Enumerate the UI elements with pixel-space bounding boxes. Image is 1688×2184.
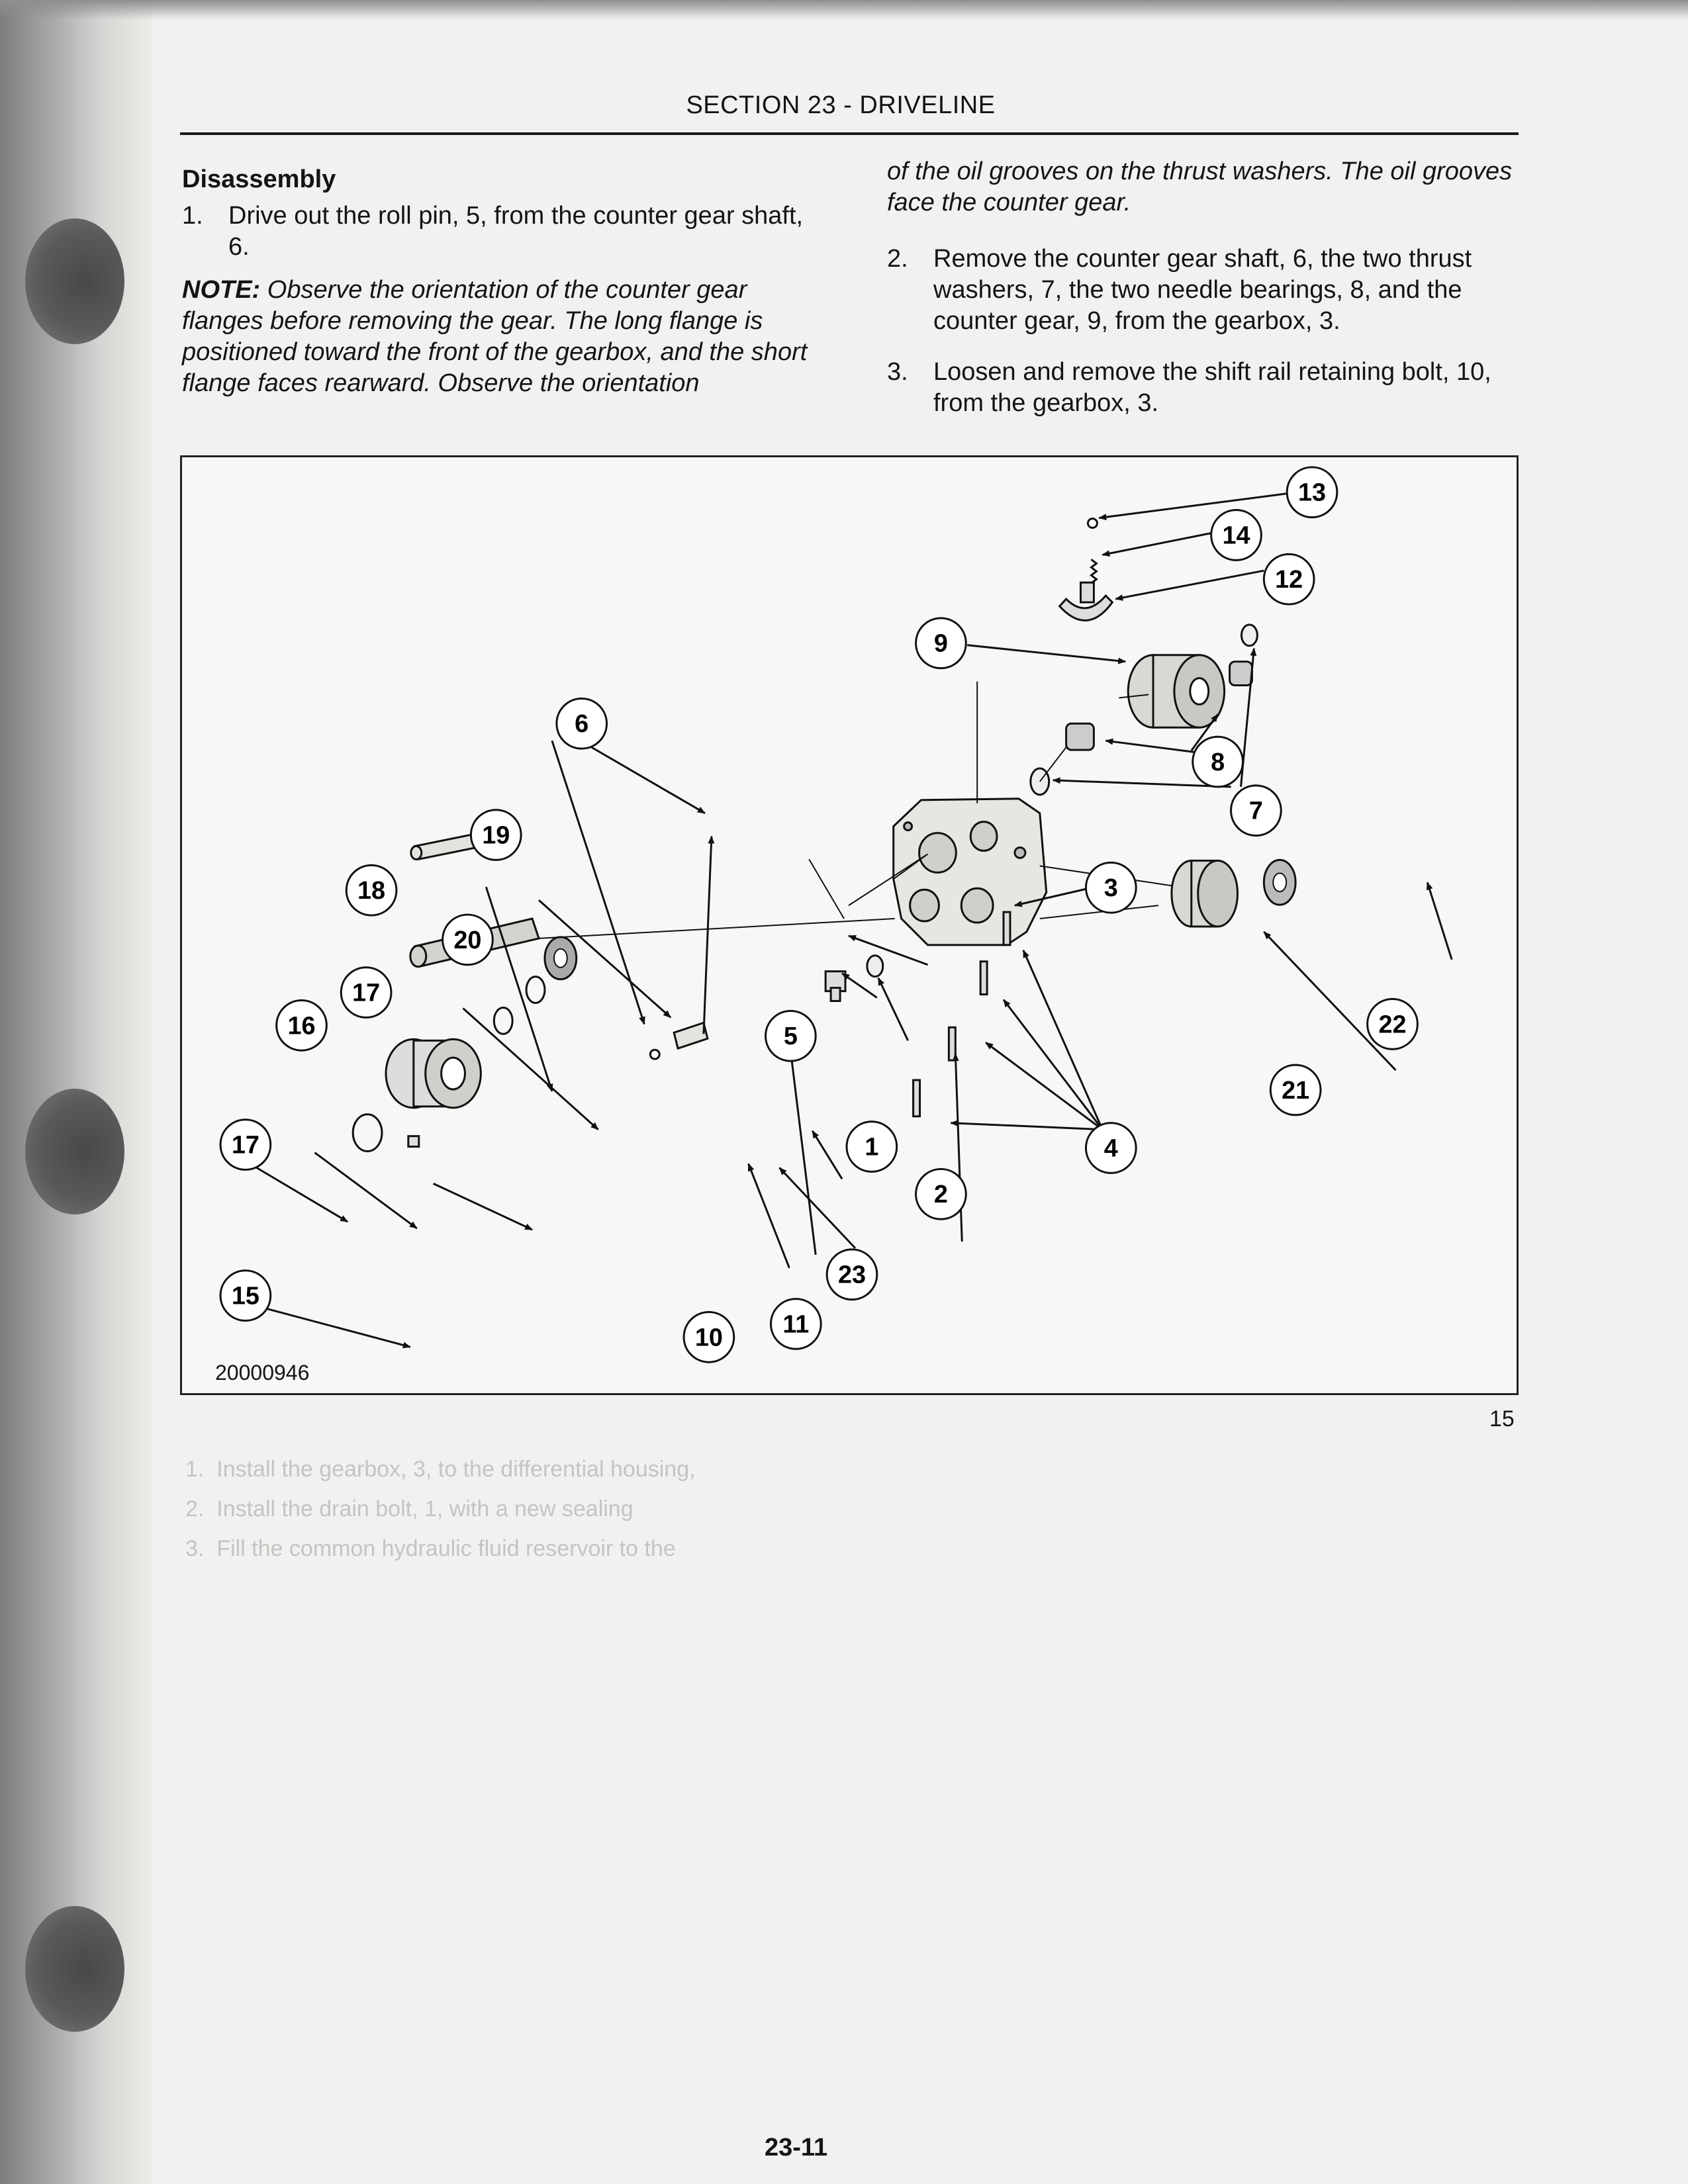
drive-shaft-retainer (385, 1038, 482, 1109)
step-number: 3. (887, 358, 908, 386)
detent-ball (1086, 518, 1098, 529)
snap-ring (492, 1006, 514, 1035)
callout-21: 21 (1269, 1064, 1322, 1116)
svg-text:10: 10 (695, 1324, 723, 1351)
o-ring (352, 1113, 383, 1153)
note-continuation: of the oil grooves on the thrust washers… (887, 158, 1513, 216)
svg-text:17: 17 (352, 979, 380, 1007)
top-edge-shadow (0, 0, 1688, 20)
svg-text:13: 13 (1298, 479, 1326, 507)
left-column: Disassembly 1. Drive out the roll pin, 5… (182, 164, 811, 419)
assembly-lines (538, 681, 1172, 939)
svg-text:4: 4 (1104, 1135, 1118, 1163)
thrust-washer (1240, 623, 1258, 647)
note-text: Observe the orientation of the counter g… (182, 276, 808, 397)
step-number: 2. (887, 245, 908, 273)
svg-text:22: 22 (1378, 1011, 1406, 1038)
svg-text:14: 14 (1222, 522, 1250, 549)
callout-4: 4 (1084, 1122, 1137, 1174)
callout-6: 6 (555, 697, 608, 750)
step-1: 1. Drive out the roll pin, 5, from the c… (182, 201, 811, 263)
callout-11: 11 (770, 1298, 822, 1350)
callout-18: 18 (345, 864, 398, 917)
binder-hole-middle (25, 1089, 124, 1214)
callout-10: 10 (682, 1311, 735, 1363)
figure-number: 15 (1489, 1406, 1515, 1432)
svg-text:15: 15 (232, 1283, 259, 1310)
callout-5: 5 (765, 1009, 817, 1062)
shift-rail (649, 1021, 784, 1060)
svg-text:16: 16 (287, 1012, 315, 1040)
callout-17-upper: 17 (340, 966, 393, 1019)
callout-13: 13 (1286, 466, 1338, 519)
callout-2: 2 (915, 1167, 967, 1220)
page-number: 23-11 (765, 2134, 828, 2161)
callout-12: 12 (1262, 553, 1315, 606)
callout-9: 9 (915, 617, 967, 670)
sliding-gear (1170, 859, 1239, 928)
callout-15: 15 (219, 1269, 272, 1322)
right-column: of the oil grooves on the thrust washers… (887, 156, 1519, 431)
svg-text:2: 2 (934, 1181, 948, 1208)
callout-3: 3 (1084, 861, 1137, 914)
callout-7: 7 (1230, 784, 1282, 837)
step-text: Drive out the roll pin, 5, from the coun… (228, 202, 804, 261)
svg-text:11: 11 (782, 1310, 809, 1338)
callouts: 13 14 12 9 8 7 6 3 19 18 20 17 16 5 17 1… (219, 466, 1419, 1363)
callout-22: 22 (1366, 998, 1419, 1050)
needle-bearing (1065, 722, 1095, 751)
svg-text:6: 6 (575, 710, 588, 738)
exploded-diagram-figure: 13 14 12 9 8 7 6 3 19 18 20 17 16 5 17 1… (180, 455, 1519, 1395)
callout-23: 23 (825, 1248, 878, 1301)
binder-hole-top (25, 218, 124, 344)
svg-text:7: 7 (1249, 797, 1263, 825)
section-title: SECTION 23 - DRIVELINE (686, 91, 996, 119)
svg-text:9: 9 (934, 630, 948, 658)
svg-text:20: 20 (453, 927, 481, 954)
svg-text:19: 19 (482, 822, 510, 850)
svg-text:21: 21 (1282, 1077, 1309, 1105)
callout-20: 19 (469, 809, 522, 861)
header-rule (180, 132, 1519, 135)
svg-text:17: 17 (232, 1132, 259, 1160)
shift-fork (1058, 581, 1114, 622)
counter-gear (1127, 654, 1226, 729)
callout-1: 1 (845, 1120, 898, 1173)
step-number: 1. (182, 202, 203, 230)
step-text: Remove the counter gear shaft, 6, the tw… (933, 245, 1472, 335)
note-label: NOTE: (182, 276, 261, 304)
binder-hole-bottom (25, 1906, 124, 2032)
callout-16: 16 (275, 999, 328, 1052)
step-3: 3. Loosen and remove the shift rail reta… (887, 357, 1519, 419)
gearbox-bolts (912, 911, 1011, 1118)
figure-part-number: 20000946 (215, 1361, 310, 1385)
callout-19: 20 (442, 913, 494, 966)
drain-plug (824, 970, 847, 1003)
svg-text:5: 5 (784, 1023, 798, 1050)
svg-text:23: 23 (838, 1261, 866, 1289)
disassembly-heading: Disassembly (182, 165, 336, 193)
leader-arrows (238, 492, 1453, 1349)
snap-ring (525, 976, 546, 1004)
svg-text:1: 1 (865, 1134, 878, 1161)
step-2: 2. Remove the counter gear shaft, 6, the… (887, 244, 1519, 337)
sealing-washer (866, 954, 884, 978)
callout-14: 14 (1210, 509, 1262, 561)
svg-text:12: 12 (1275, 566, 1303, 594)
callout-8: 8 (1192, 735, 1244, 788)
gearbox-exploded-view: 13 14 12 9 8 7 6 3 19 18 20 17 16 5 17 1… (219, 466, 1453, 1363)
retaining-bolt (407, 1135, 420, 1148)
gearbox-housing (892, 797, 1048, 946)
callout-17-lower: 17 (219, 1118, 272, 1171)
bleed-through-text-lower: 1. Install the gearbox, 3, to the differ… (185, 1457, 696, 1561)
detent-spring (1089, 559, 1098, 584)
note-paragraph: NOTE: Observe the orientation of the cou… (182, 275, 811, 399)
svg-text:8: 8 (1211, 749, 1225, 776)
needle-bearing (1229, 660, 1253, 687)
svg-text:18: 18 (357, 877, 385, 905)
step-text: Loosen and remove the shift rail retaini… (933, 358, 1491, 417)
svg-text:3: 3 (1104, 874, 1118, 902)
